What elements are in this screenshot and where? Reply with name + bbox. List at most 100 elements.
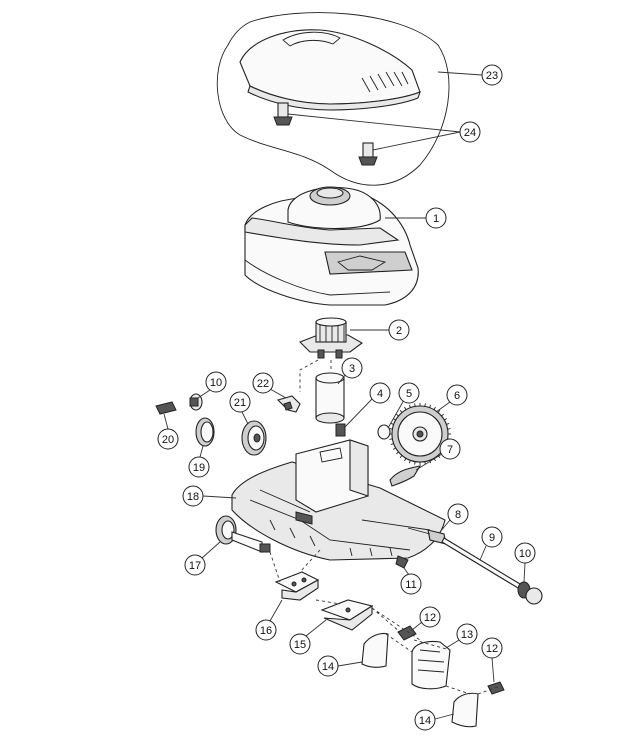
callout-circle-c17 [184, 554, 206, 576]
callout-leader-c18 [202, 495, 237, 499]
callout-circle-c20 [157, 428, 179, 450]
callout-circle-c18 [182, 485, 204, 507]
callout-number-c17: 17 [189, 560, 201, 572]
callout-leader-c7 [415, 453, 443, 471]
callout-number-c19: 19 [193, 462, 205, 474]
callout-number-c23: 23 [486, 70, 498, 82]
brush-segment-14-lower [451, 692, 479, 728]
callout-number-c4: 4 [377, 388, 383, 400]
callout-number-c1: 1 [433, 213, 439, 225]
brush-plate-15 [320, 599, 374, 631]
callout-leader-c10b [523, 562, 526, 583]
callout-number-c12a: 12 [424, 612, 436, 624]
callout-circle-c14b [414, 709, 436, 731]
callout-leader-c20 [163, 413, 169, 430]
callout-circle-c24 [459, 121, 481, 143]
callout-circle-c16 [255, 619, 277, 641]
clip-pin-right [358, 142, 378, 166]
brush-segment-14-upper [361, 632, 389, 668]
callout-number-c24: 24 [464, 127, 476, 139]
callout-circle-c3 [341, 357, 363, 379]
callout-circle-c22 [252, 372, 274, 394]
skid-16 [274, 571, 320, 601]
wheel-19 [195, 417, 215, 447]
pin-20 [155, 401, 177, 415]
callout-leader-c10a [197, 389, 211, 399]
callout-circle-c11 [400, 573, 422, 595]
callout-leader-c19 [199, 445, 204, 458]
bracket [276, 395, 301, 413]
o-ring [377, 424, 391, 440]
callout-number-c11: 11 [405, 579, 416, 591]
callout-circle-c10a [205, 371, 227, 393]
callout-number-c9: 9 [489, 532, 495, 544]
callout-leader-c21 [241, 411, 249, 425]
callout-number-c5: 5 [406, 388, 412, 400]
callout-leader-c3 [337, 373, 347, 385]
callout-leader-c14b [434, 713, 455, 720]
callout-number-c7: 7 [447, 444, 453, 456]
callout-number-c21: 21 [234, 397, 246, 409]
callout-number-c10b: 10 [519, 548, 531, 560]
axle-rod-9 [441, 537, 521, 589]
callout-number-c6: 6 [454, 390, 460, 402]
callout-number-c12b: 12 [486, 643, 498, 655]
callout-leader-c12a [411, 621, 423, 631]
callout-circle-c23 [481, 64, 503, 86]
callout-circle-c5 [398, 382, 420, 404]
callout-circle-c10b [514, 542, 536, 564]
callout-circle-c14a [317, 655, 339, 677]
callout-circle-c19 [188, 456, 210, 478]
motor-top [299, 317, 363, 359]
callout-leader-c16 [269, 599, 283, 622]
callout-leader-c15 [305, 619, 327, 637]
callout-leader-c17 [201, 541, 221, 559]
callout-circle-c12a [419, 606, 441, 628]
callout-number-c16: 16 [260, 625, 272, 637]
drive-gear-large [389, 403, 451, 465]
callout-number-c18: 18 [187, 491, 199, 503]
callout-leader-c4 [343, 398, 373, 429]
callout-number-c8: 8 [455, 509, 461, 521]
top-cover [239, 29, 421, 111]
callout-circle-c8 [447, 503, 469, 525]
wheel-21 [241, 420, 267, 456]
clip-7 [389, 465, 422, 487]
callout-number-c20: 20 [162, 434, 174, 446]
callout-number-c2: 2 [396, 325, 402, 337]
callout-number-c15: 15 [294, 639, 306, 651]
callout-leader-c14a [337, 661, 363, 667]
callout-number-c22: 22 [257, 378, 269, 390]
roller-shaft [215, 515, 271, 553]
cap-10-right [517, 581, 543, 605]
callout-leader-c11 [403, 567, 410, 576]
clip-12-lower [487, 681, 505, 695]
callout-circle-c12b [481, 637, 503, 659]
callout-circle-c9 [481, 526, 503, 548]
callout-number-c14a: 14 [322, 661, 334, 673]
callout-circle-c13 [456, 623, 478, 645]
brush-13 [411, 640, 451, 690]
clip-12-upper [397, 625, 417, 641]
callout-leader-c23 [437, 71, 483, 76]
callout-leader-c8 [439, 519, 451, 533]
callout-number-c10a: 10 [210, 377, 222, 389]
callout-number-c13: 13 [461, 629, 473, 641]
top-cover-outline [216, 12, 450, 186]
chassis [231, 439, 446, 561]
callout-number-c14b: 14 [419, 715, 431, 727]
callout-number-c3: 3 [349, 363, 355, 375]
callout-circle-c2 [388, 319, 410, 341]
callout-circle-c21 [229, 391, 251, 413]
callout-leader-c22 [269, 388, 287, 399]
cap-10-left [189, 393, 203, 411]
callout-leader-c6 [435, 401, 451, 413]
motor-housing-cover [244, 186, 419, 306]
motor-cylinder [315, 372, 345, 424]
callout-circle-c7 [439, 438, 461, 460]
callout-circle-c6 [446, 384, 468, 406]
shaft-8 [407, 527, 447, 545]
pinion-gear [335, 423, 346, 437]
